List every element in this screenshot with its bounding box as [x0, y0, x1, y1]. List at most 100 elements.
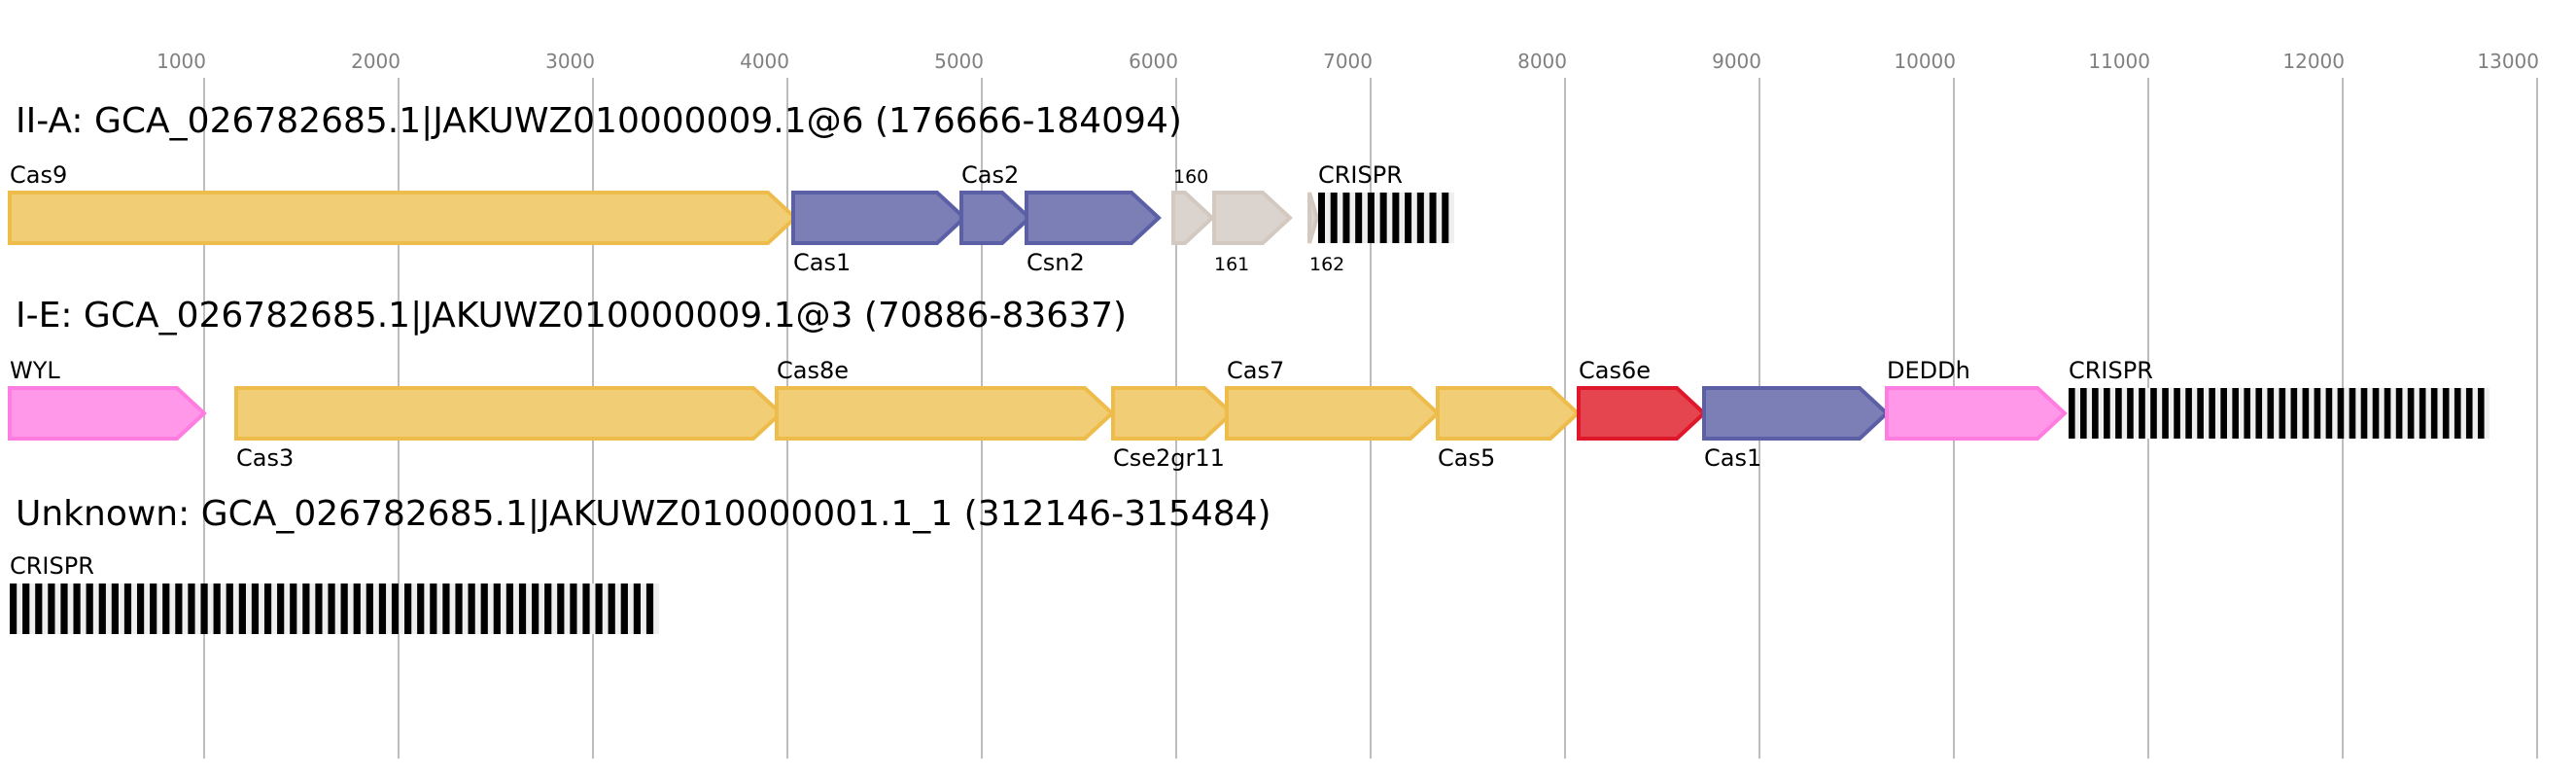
gene-label: Cas5	[1438, 444, 1495, 472]
locus-ii-a: II-A: GCA_026782685.1|JAKUWZ010000009.1@…	[8, 101, 1454, 276]
gene-arrow	[8, 191, 798, 245]
crispr-repeat	[1416, 193, 1424, 243]
crispr-repeat	[1429, 193, 1437, 243]
crispr-repeat	[480, 584, 488, 634]
gene-label: 161	[1214, 254, 1249, 275]
crispr-repeat	[430, 584, 437, 634]
crispr-repeat	[1342, 193, 1350, 243]
gene-label: 160	[1173, 166, 1208, 188]
tick-label-10000: 10000	[1894, 50, 1956, 73]
crispr-repeat	[2209, 388, 2215, 439]
crispr-repeat	[200, 584, 208, 634]
tick-label-1000: 1000	[157, 50, 206, 73]
crispr-repeat	[188, 584, 195, 634]
crispr-array: CRISPR	[2069, 357, 2489, 439]
loci: II-A: GCA_026782685.1|JAKUWZ010000009.1@…	[8, 101, 2489, 634]
crispr-repeat	[2290, 388, 2298, 439]
gene-arrow	[1577, 386, 1707, 441]
gene-arrow	[234, 386, 783, 441]
crispr-repeat	[175, 584, 183, 634]
crispr-repeat	[366, 584, 373, 634]
crispr-repeat	[557, 584, 565, 634]
gene-label: Cas8e	[777, 357, 849, 384]
locus-unknown: Unknown: GCA_026782685.1|JAKUWZ010000001…	[10, 494, 1271, 634]
crispr-repeat	[2454, 388, 2461, 439]
tick-label-3000: 3000	[545, 50, 595, 73]
crispr-repeat	[2255, 388, 2263, 439]
crispr-repeat	[1355, 193, 1363, 243]
crispr-repeat	[505, 584, 514, 634]
gene-cas5: Cas5	[1436, 386, 1581, 472]
crispr-repeat	[2232, 388, 2240, 439]
gene-arrow	[8, 386, 207, 441]
crispr-repeat	[1405, 193, 1412, 243]
gene-arrow	[775, 386, 1115, 441]
gene-cas1: Cas1	[1702, 386, 1890, 472]
gene-cse2gr11: Cse2gr11	[1111, 386, 1235, 472]
crispr-repeat	[378, 584, 387, 634]
gene-cas8e: Cas8e	[775, 357, 1115, 441]
crispr-label: CRISPR	[1318, 161, 1403, 189]
locus-i-e: I-E: GCA_026782685.1|JAKUWZ010000009.1@3…	[8, 296, 2489, 472]
crispr-repeat	[302, 584, 310, 634]
crispr-repeat	[391, 584, 400, 634]
gene-label: 162	[1309, 254, 1344, 275]
crispr-repeat	[2465, 388, 2473, 439]
gene-arrow	[791, 191, 967, 245]
crispr-repeat	[263, 584, 272, 634]
gene-label: Cas1	[1704, 444, 1761, 472]
gene-label: Csn2	[1027, 249, 1085, 276]
gene-arrow	[1111, 386, 1235, 441]
crispr-repeat	[213, 584, 221, 634]
crispr-repeat	[645, 584, 654, 634]
crispr-repeat	[10, 584, 17, 634]
crispr-repeat	[1392, 193, 1400, 243]
crispr-repeat	[1379, 193, 1387, 243]
tick-label-13000: 13000	[2477, 50, 2539, 73]
gene-162: 162	[1307, 192, 1344, 275]
gene-160: 160	[1171, 166, 1215, 245]
crispr-repeat	[2395, 388, 2403, 439]
gene-label: WYL	[10, 357, 60, 384]
tick-label-4000: 4000	[740, 50, 789, 73]
crispr-repeat	[2174, 388, 2180, 439]
crispr-repeat	[315, 584, 323, 634]
gene-cas7: Cas7	[1225, 357, 1441, 441]
locus-title: II-A: GCA_026782685.1|JAKUWZ010000009.1@…	[16, 101, 1182, 141]
crispr-repeat	[2080, 388, 2087, 439]
gene-label: Cas9	[10, 161, 67, 189]
crispr-repeat	[2360, 388, 2368, 439]
crispr-repeat	[2150, 388, 2157, 439]
crispr-repeat	[2349, 388, 2356, 439]
crispr-repeat	[2407, 388, 2415, 439]
crispr-repeat	[2442, 388, 2450, 439]
crispr-repeat	[328, 584, 335, 634]
crispr-repeat	[2220, 388, 2227, 439]
crispr-repeat	[2115, 388, 2122, 439]
gene-wyl: WYL	[8, 357, 207, 441]
crispr-repeat	[2384, 388, 2391, 439]
tick-label-8000: 8000	[1517, 50, 1567, 73]
gene-cas2: Cas2	[959, 161, 1032, 245]
crispr-repeat	[595, 584, 603, 634]
gene-cas3: Cas3	[234, 386, 783, 472]
crispr-repeat	[111, 584, 119, 634]
gene-label: Cas1	[793, 249, 851, 276]
gene-label: Cas2	[961, 161, 1019, 189]
crispr-repeat	[226, 584, 233, 634]
crispr-repeat	[136, 584, 145, 634]
crispr-repeat	[544, 584, 552, 634]
crispr-repeat	[2419, 388, 2426, 439]
crispr-repeat	[620, 584, 628, 634]
crispr-repeat	[582, 584, 590, 634]
gene-cas9: Cas9	[8, 161, 798, 245]
tick-label-6000: 6000	[1129, 50, 1178, 73]
crispr-repeat	[518, 584, 527, 634]
crispr-array: CRISPR	[10, 552, 659, 634]
tick-label-5000: 5000	[934, 50, 984, 73]
tick-label-2000: 2000	[351, 50, 400, 73]
crispr-repeat	[2162, 388, 2169, 439]
crispr-repeat	[2279, 388, 2286, 439]
tick-label-12000: 12000	[2282, 50, 2345, 73]
